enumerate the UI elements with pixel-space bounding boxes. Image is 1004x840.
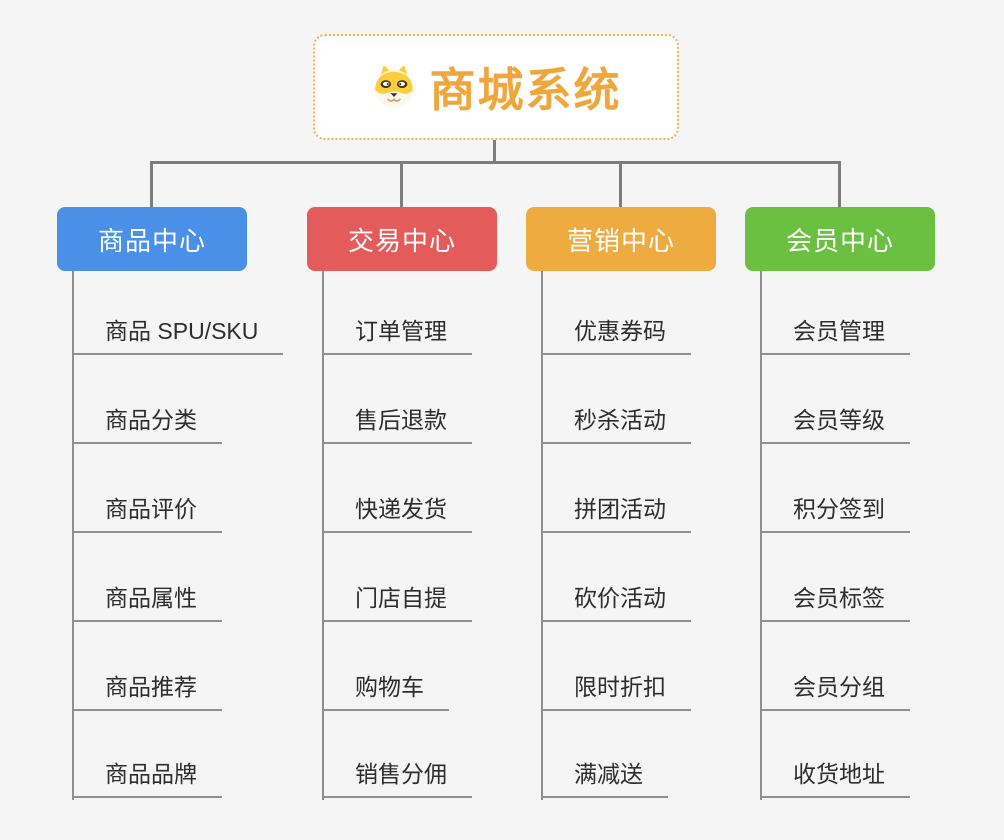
connector-drop-branch-1 xyxy=(150,161,153,208)
leaf-node[interactable]: 优惠券码 xyxy=(541,318,691,355)
leaf-node[interactable]: 拼团活动 xyxy=(541,496,691,533)
branch-node-trade[interactable]: 交易中心 xyxy=(307,207,497,271)
branch-node-member[interactable]: 会员中心 xyxy=(745,207,935,271)
leaf-node[interactable]: 会员管理 xyxy=(760,318,910,355)
leaf-node[interactable]: 商品推荐 xyxy=(72,674,222,711)
branch-trunk-line xyxy=(541,271,543,800)
leaf-node[interactable]: 会员分组 xyxy=(760,674,910,711)
branch-trunk-line xyxy=(322,271,324,800)
leaf-node[interactable]: 商品品牌 xyxy=(72,761,222,798)
leaf-node[interactable]: 购物车 xyxy=(322,674,449,711)
root-title: 商城系统 xyxy=(429,64,622,116)
connector-drop-branch-2 xyxy=(400,161,403,208)
branch-node-product[interactable]: 商品中心 xyxy=(57,207,247,271)
leaf-node[interactable]: 砍价活动 xyxy=(541,585,691,622)
connector-root-drop xyxy=(493,140,496,163)
leaf-node[interactable]: 售后退款 xyxy=(322,407,472,444)
leaf-node[interactable]: 满减送 xyxy=(541,761,668,798)
leaf-node[interactable]: 商品 SPU/SKU xyxy=(72,318,284,355)
branch-node-marketing[interactable]: 营销中心 xyxy=(526,207,716,271)
root-node[interactable]: 商城系统 xyxy=(313,34,679,140)
leaf-node[interactable]: 快递发货 xyxy=(322,496,472,533)
leaf-node[interactable]: 会员标签 xyxy=(760,585,910,622)
leaf-node[interactable]: 订单管理 xyxy=(322,318,472,355)
leaf-node[interactable]: 销售分佣 xyxy=(322,761,472,798)
leaf-node[interactable]: 商品分类 xyxy=(72,407,222,444)
leaf-node[interactable]: 积分签到 xyxy=(760,496,910,533)
branch-trunk-line xyxy=(760,271,762,800)
connector-horizontal xyxy=(150,161,841,164)
connector-drop-branch-4 xyxy=(838,161,841,208)
leaf-node[interactable]: 商品属性 xyxy=(72,585,222,622)
shiba-dog-icon xyxy=(374,65,413,109)
connector-drop-branch-3 xyxy=(619,161,622,208)
leaf-node[interactable]: 秒杀活动 xyxy=(541,407,691,444)
branch-trunk-line xyxy=(72,271,74,800)
leaf-node[interactable]: 会员等级 xyxy=(760,407,910,444)
leaf-node[interactable]: 门店自提 xyxy=(322,585,472,622)
leaf-node[interactable]: 限时折扣 xyxy=(541,674,691,711)
leaf-node[interactable]: 收货地址 xyxy=(760,761,910,798)
leaf-node[interactable]: 商品评价 xyxy=(72,496,222,533)
